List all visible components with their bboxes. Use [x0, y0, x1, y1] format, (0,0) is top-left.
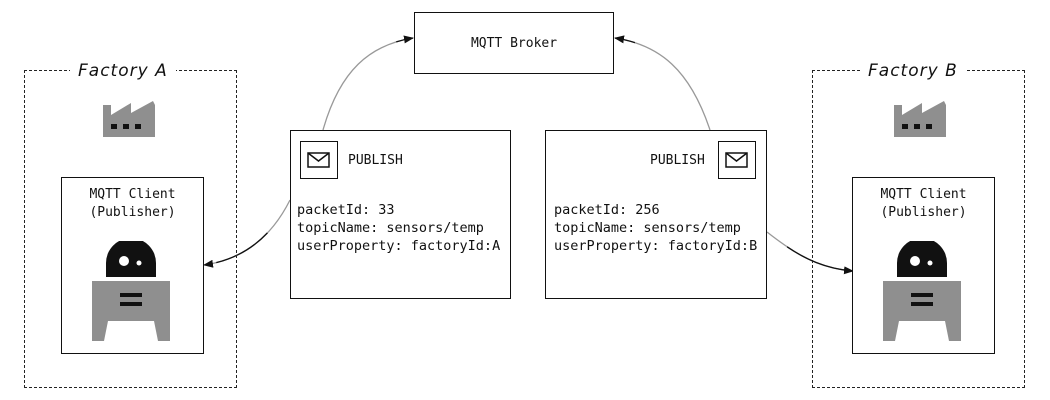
factory-b-title: Factory B — [860, 61, 966, 81]
client-b-line2: (Publisher) — [880, 205, 967, 220]
client-b-label: MQTT Client (Publisher) — [853, 186, 994, 222]
packet-a-fields: packetId: 33 topicName: sensors/temp use… — [297, 201, 500, 255]
packet-a-field-packet-id: packetId: 33 — [297, 202, 395, 218]
packet-a-field-topic-name: topicName: sensors/temp — [297, 220, 484, 236]
factory-icon — [103, 101, 155, 137]
packet-b-field-topic-name: topicName: sensors/temp — [554, 220, 741, 236]
publish-packet-a: PUBLISH packetId: 33 topicName: sensors/… — [290, 130, 511, 299]
client-a-label: MQTT Client (Publisher) — [62, 186, 203, 222]
client-a-line2: (Publisher) — [89, 205, 176, 220]
packet-b-fields: packetId: 256 topicName: sensors/temp us… — [554, 201, 757, 255]
broker-label: MQTT Broker — [470, 35, 558, 51]
robot-icon — [883, 241, 961, 341]
envelope-icon — [300, 141, 338, 179]
connector-b-to-broker — [614, 37, 711, 131]
connector-b-client-arrowhead — [766, 231, 854, 275]
client-a-line1: MQTT Client — [89, 187, 176, 202]
connector-b-arrowhead — [614, 35, 711, 131]
packet-b-field-user-property: userProperty: factoryId:B — [554, 238, 758, 254]
envelope-icon — [718, 141, 756, 179]
factory-a-title: Factory A — [70, 61, 176, 81]
packet-b-field-packet-id: packetId: 256 — [554, 202, 660, 218]
publish-packet-b: PUBLISH packetId: 256 topicName: sensors… — [545, 130, 767, 299]
factory-icon — [894, 101, 946, 137]
packet-b-type: PUBLISH — [650, 153, 705, 168]
connector-a-client-arrowhead — [203, 199, 291, 268]
client-b-line1: MQTT Client — [880, 187, 967, 202]
packet-a-type: PUBLISH — [348, 153, 403, 168]
robot-icon — [92, 241, 170, 341]
packet-a-field-user-property: userProperty: factoryId:A — [297, 238, 501, 254]
mqtt-broker: MQTT Broker — [414, 12, 614, 74]
connector-a-to-broker — [322, 37, 414, 131]
connector-a-arrowhead — [322, 35, 414, 131]
